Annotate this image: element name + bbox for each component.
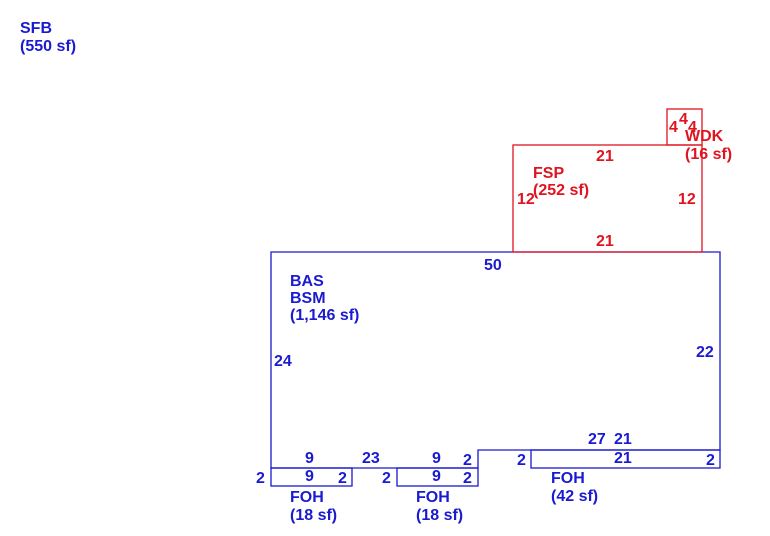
foh2-dim-right: 2 — [463, 452, 472, 469]
fsp-dim-right: 12 — [678, 191, 696, 208]
main-building-outline — [270, 251, 721, 469]
foh1-dim-left: 2 — [256, 470, 265, 487]
wdk-dim-right: 4 — [688, 119, 697, 136]
fsp-dim-left: 12 — [517, 191, 535, 208]
foh2-code: FOH — [416, 489, 450, 506]
bas-code: BAS — [290, 273, 324, 290]
bas-dim-top: 50 — [484, 257, 502, 274]
foh2-dim-left: 2 — [382, 470, 391, 487]
foh3-area: (42 sf) — [551, 488, 598, 505]
bas-dim-right: 22 — [696, 344, 714, 361]
foh3-dim-left: 2 — [517, 452, 526, 469]
bas-dim-bottom-mid: 23 — [362, 450, 380, 467]
foh2-dim-top: 9 — [432, 450, 441, 467]
foh1-dim-inner: 9 — [305, 468, 314, 485]
sfb-area: (550 sf) — [20, 38, 76, 55]
bas-area: (1,146 sf) — [290, 307, 359, 324]
bas-dim-left: 24 — [274, 353, 292, 370]
fsp-dim-top: 21 — [596, 148, 614, 165]
foh1-area: (18 sf) — [290, 507, 337, 524]
foh3-code: FOH — [551, 470, 585, 487]
fsp-area: (252 sf) — [533, 182, 589, 199]
wdk-dim-left: 4 — [669, 119, 678, 136]
bas-dim-bottom-right-b: 21 — [614, 431, 632, 448]
foh2-dim-inner: 9 — [432, 468, 441, 485]
fsp-porch-outline — [512, 144, 703, 253]
foh1-dim-right: 2 — [338, 470, 347, 487]
wdk-deck-outline — [666, 108, 703, 146]
wdk-dim-top: 4 — [679, 111, 688, 128]
foh3-dim-right: 2 — [706, 452, 715, 469]
foh2-dim-right-b: 2 — [463, 470, 472, 487]
sfb-code: SFB — [20, 20, 52, 37]
fsp-dim-bottom: 21 — [596, 233, 614, 250]
foh1-code: FOH — [290, 489, 324, 506]
wdk-area: (16 sf) — [685, 146, 732, 163]
bas-dim-bottom-right-a: 27 — [588, 431, 606, 448]
foh3-dim-top: 21 — [614, 450, 632, 467]
foh-porch-middle-outline — [396, 467, 479, 487]
foh1-dim-top: 9 — [305, 450, 314, 467]
wdk-code: WDK — [685, 128, 724, 145]
foh2-area: (18 sf) — [416, 507, 463, 524]
fsp-code: FSP — [533, 165, 564, 182]
bsm-code: BSM — [290, 290, 326, 307]
foh-porch-right-outline — [530, 449, 721, 469]
foh-porch-left-outline — [270, 467, 353, 487]
